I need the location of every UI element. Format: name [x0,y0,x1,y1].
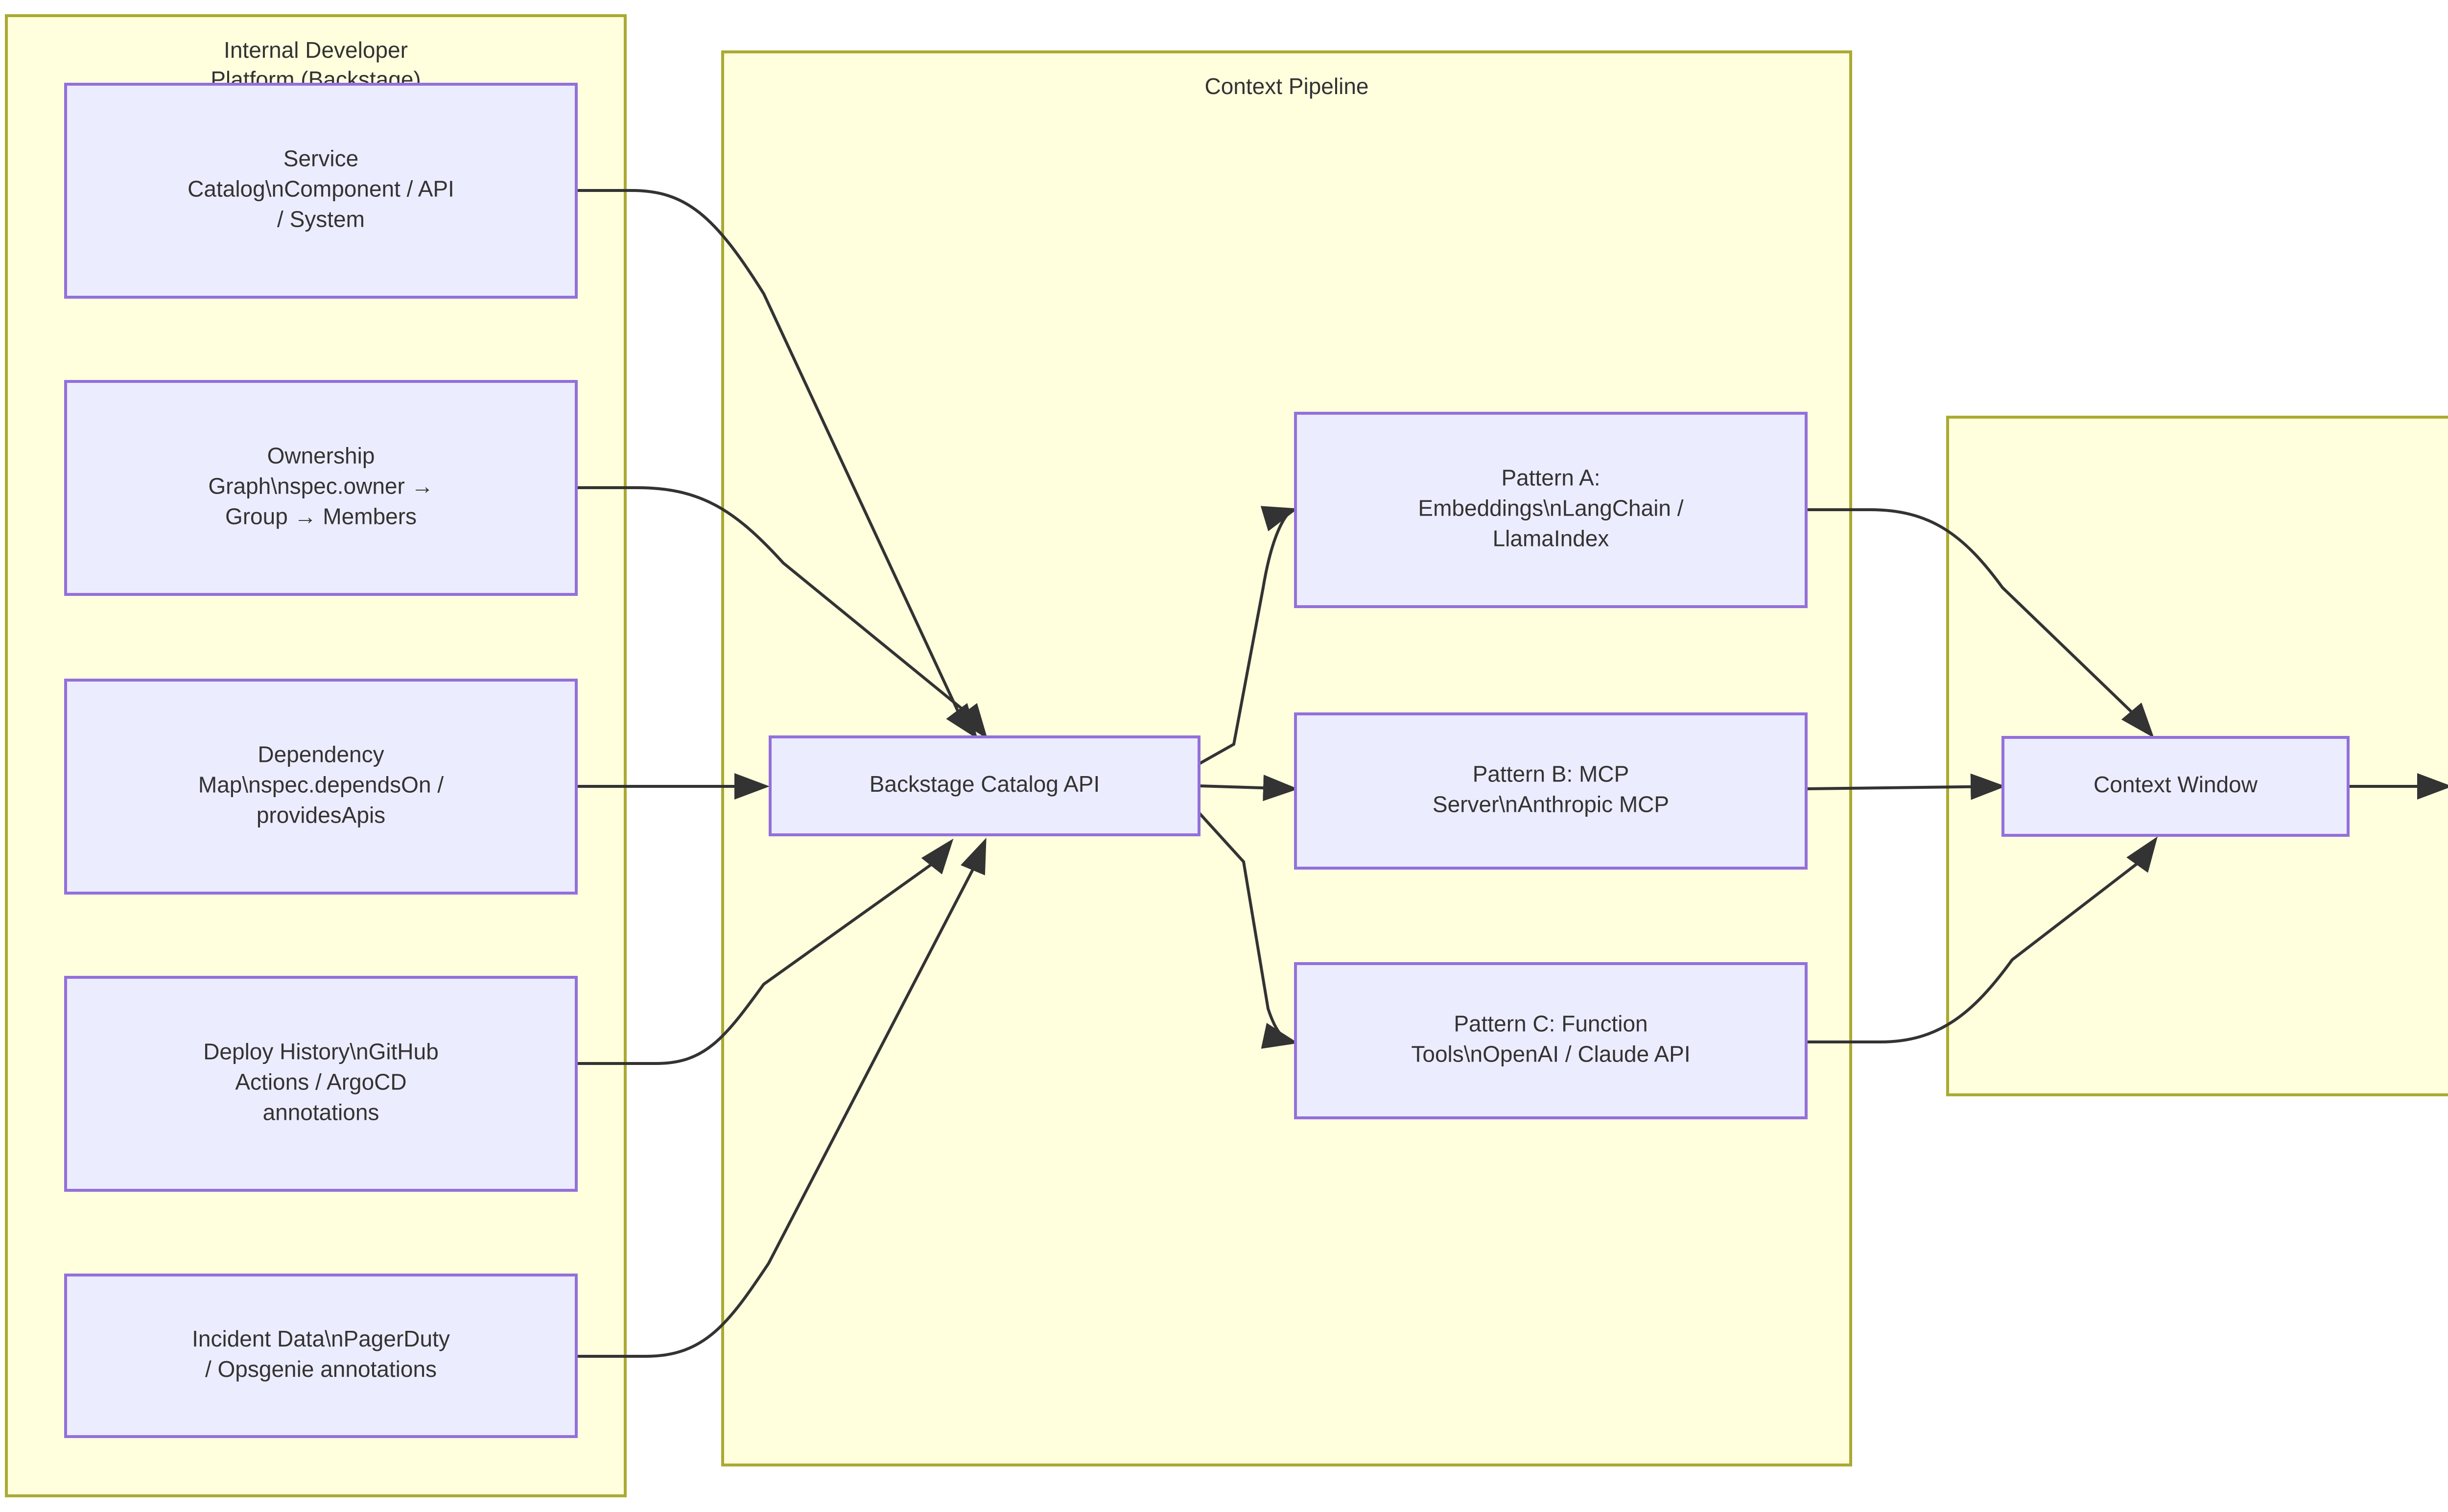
edge-catalog-api-to-pattern-c [1198,811,1298,1049]
node-box-incident-data[interactable] [64,1274,578,1438]
node-label-pattern-c: Pattern C: Function [1454,1011,1648,1037]
node-label-context-window: Context Window [2094,772,2258,797]
cluster-label-idp: Internal Developer [224,37,408,63]
node-box-pattern-c[interactable] [1294,962,1808,1119]
node-box-deploy-history[interactable] [64,976,578,1192]
node-box-pattern-a[interactable] [1294,412,1808,608]
node-label-pattern-a: LlamaIndex [1493,526,1609,551]
node-label-incident-data: / Opsgenie annotations [205,1356,437,1382]
node-label-catalog-api: Backstage Catalog API [870,771,1100,797]
edge-catalog-api-to-pattern-a [1198,506,1298,765]
node-label-dependency-map: providesApis [257,803,385,828]
node-label-incident-data: Incident Data\nPagerDuty [192,1326,450,1351]
edge-incident-data-to-catalog-api [576,837,987,1358]
edge-catalog-api-to-pattern-b [1199,775,1298,802]
node-context-window[interactable]: Context Window [2001,736,2350,837]
node-label-pattern-a: Pattern A: [1501,465,1600,491]
node-box-pattern-b[interactable] [1294,712,1808,870]
node-label-deploy-history: Deploy History\nGitHub [203,1039,439,1064]
node-box-context-window[interactable] [2001,736,2350,837]
node-label-service-catalog: Service [283,146,358,171]
node-box-dependency-map[interactable] [64,679,578,895]
node-pattern-b[interactable]: Pattern B: MCP Server\nAnthropic MCP [1294,712,1808,870]
node-label-ownership-graph: Group → Members [225,504,417,529]
node-incident-data[interactable]: Incident Data\nPagerDuty / Opsgenie annot… [64,1274,578,1438]
edge-pattern-c-to-context-window [1806,836,2158,1043]
node-label-ownership-graph: Ownership [267,443,375,469]
edge-ownership-graph-to-catalog-api [576,486,988,739]
node-box-catalog-api[interactable] [769,735,1200,836]
node-label-dependency-map: Dependency [258,742,384,767]
node-label-pattern-c: Tools\nOpenAI / Claude API [1411,1041,1690,1067]
edge-pattern-b-to-context-window [1806,773,2006,800]
node-label-pattern-b: Server\nAnthropic MCP [1433,792,1669,817]
node-label-pattern-b: Pattern B: MCP [1473,761,1629,787]
node-label-dependency-map: Map\nspec.dependsOn / [198,772,444,798]
node-box-ownership-graph[interactable] [64,380,578,596]
node-label-deploy-history: annotations [263,1100,379,1125]
node-label-ownership-graph: Graph\nspec.owner → [208,473,433,499]
edge-pattern-a-to-context-window [1806,508,2154,738]
node-catalog-api[interactable]: Backstage Catalog API [769,735,1200,836]
node-label-service-catalog: / System [277,207,365,232]
edges-layer [576,189,2448,1358]
node-pattern-a[interactable]: Pattern A: Embeddings\nLangChain / LlamaIn… [1294,412,1808,608]
edge-service-catalog-to-catalog-api [576,189,978,739]
node-label-deploy-history: Actions / ArgoCD [235,1069,406,1095]
cluster-label-pipeline: Context Pipeline [1205,73,1369,99]
node-label-service-catalog: Catalog\nComponent / API [188,176,454,202]
node-label-pattern-a: Embeddings\nLangChain / [1418,496,1683,521]
node-box-service-catalog[interactable] [64,83,578,299]
edge-deploy-history-to-catalog-api [576,838,954,1065]
